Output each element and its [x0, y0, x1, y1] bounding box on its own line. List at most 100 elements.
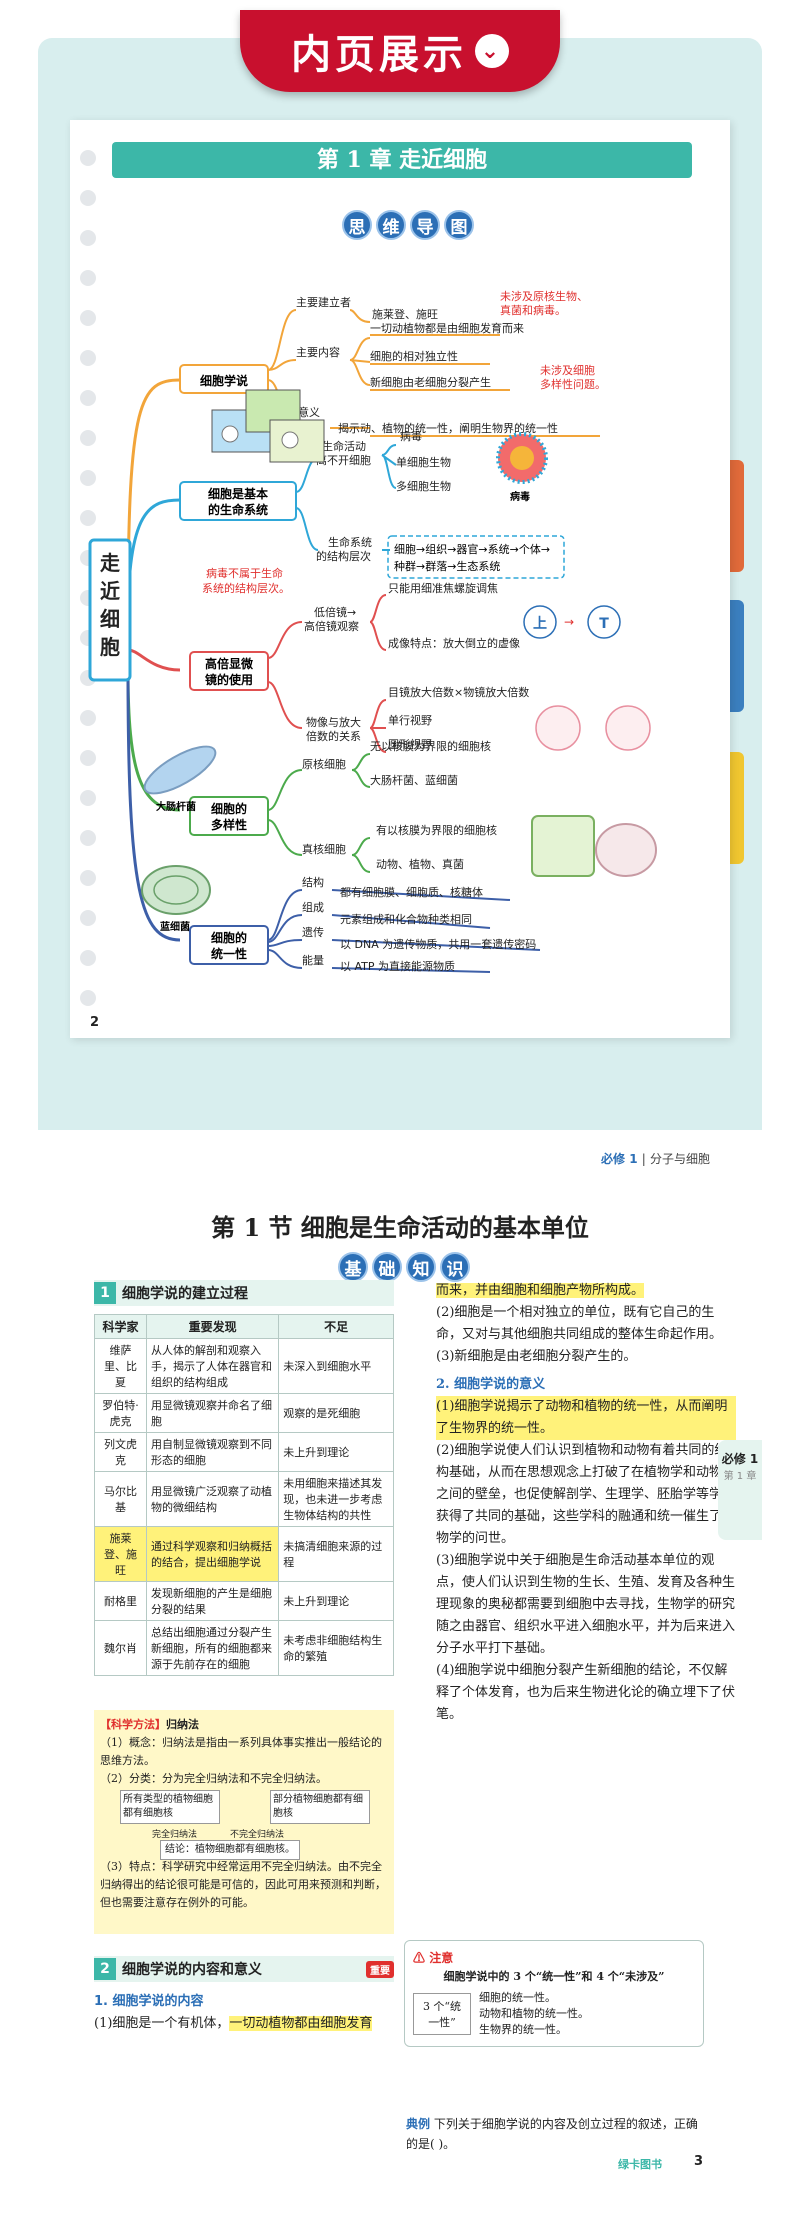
- b5-sub: 遗传: [302, 925, 324, 939]
- note-box: ⚠ 注意 细胞学说中的 3 个“统一性”和 4 个“未涉及” 3 个“统一性” …: [404, 1940, 704, 2047]
- important-badge: 重要: [366, 1960, 394, 1978]
- b5-leaf: 以 ATP 为直接能源物质: [340, 959, 455, 973]
- r-p7: (4)细胞学说中细胞分裂产生新细胞的结论，不仅解释了个体发育，也为后来生物进化论…: [436, 1663, 736, 1722]
- book-label: 必修 1: [601, 1152, 638, 1166]
- method-p1: （1）概念：归纳法是指由一系列具体事实推出一般结论的思维方法。: [100, 1736, 382, 1767]
- branch-life-system-2: 的生命系统: [208, 502, 268, 517]
- badge-char: 图: [444, 210, 474, 240]
- arrow-right-icon: →: [564, 615, 574, 629]
- branch-microscope-2: 镜的使用: [205, 672, 253, 687]
- table-row: 耐格里发现新细胞的产生是细胞分裂的结果未上升到理论: [94, 1581, 394, 1621]
- page-2: 第 1 章 走近细胞 思 维 导 图: [70, 120, 730, 1038]
- b1-red-note-3: 未涉及细胞: [540, 363, 595, 377]
- method-p3: （3）特点：科学研究中经常运用不完全归纳法。由不完全归纳得出的结论很可能是可信的…: [100, 1860, 386, 1909]
- side-tab-blue[interactable]: [730, 600, 744, 712]
- b1-red-note-1: 未涉及原核生物、: [500, 289, 588, 303]
- method-d4: 不完全归纳法: [230, 1830, 285, 1840]
- b3-sub-2b: 倍数的关系: [306, 729, 361, 743]
- mindmap-center: 走近细胞: [100, 551, 120, 659]
- example-block: 典例 下列关于细胞学说的内容及创立过程的叙述，正确的是( )。: [406, 2114, 706, 2154]
- b5-leaf: 元素组成和化合物种类相同: [340, 912, 472, 926]
- b3-sub-1a: 低倍镜→: [314, 605, 356, 619]
- basics-badges: 基 础 知 识: [338, 1252, 470, 1282]
- organisms-illustration: [211, 389, 325, 463]
- b1-sub-content: 主要内容: [296, 345, 340, 359]
- col-header: 不足: [278, 1314, 394, 1339]
- scientist-table: 科学家 重要发现 不足 维萨里、比夏从人体的解剖和观察入手，揭示了人体在器官和组…: [94, 1314, 394, 1676]
- b4-sub: 真核细胞: [302, 842, 346, 856]
- badge-char: 知: [406, 1252, 436, 1282]
- b1-red-note-2: 真菌和病毒。: [500, 303, 566, 317]
- b4-leaf: 动物、植物、真菌: [376, 857, 464, 871]
- s2-heading: 2. 细胞学说的意义: [436, 1377, 546, 1392]
- virus-label: 病毒: [510, 490, 530, 503]
- side-chip-book: 必修 1: [721, 1452, 759, 1466]
- chevron-down-icon[interactable]: ⌄: [475, 34, 509, 68]
- b4-leaf: 无以核膜为界限的细胞核: [370, 739, 491, 753]
- b1-leaf: 细胞的相对独立性: [370, 349, 458, 363]
- badge-char: 思: [342, 210, 372, 240]
- r-p5: (2)细胞学说使人们认识到植物和动物有着共同的结构基础，从而在思想观念上打破了在…: [436, 1443, 736, 1546]
- right-column: 而来，并由细胞和细胞产物所构成。 (2)细胞是一个相对独立的单位，既有它自己的生…: [436, 1280, 736, 1726]
- running-header: 必修 1 | 分子与细胞: [601, 1150, 710, 1167]
- branch-diversity-1: 细胞的: [211, 801, 247, 816]
- note-label: 注意: [429, 1951, 454, 1965]
- b5-sub: 组成: [302, 900, 324, 914]
- banner-title: 内页展示: [291, 32, 467, 78]
- mind-map: 走近细胞 细胞学说 细胞是基本 的生命系统 高倍显微 镜的使用 细胞的 多样性 …: [88, 289, 657, 973]
- b3-leaf: 圆形视野: [388, 737, 432, 751]
- b2-levels-2: 种群→群落→生态系统: [394, 559, 500, 573]
- s1-p1: (1)细胞是一个有机体，一切动植物都由细胞发育: [94, 2016, 373, 2031]
- ecoli-illustration: [143, 745, 217, 795]
- method-d2: 部分植物细胞都有细胞核: [270, 1790, 370, 1824]
- method-d1: 所有类型的植物细胞都有细胞核: [120, 1790, 220, 1824]
- virus-illustration: [496, 432, 548, 484]
- branch-life-system-1: 细胞是基本: [208, 486, 268, 501]
- b3-leaf: 目镜放大倍数×物镜放大倍数: [388, 685, 529, 699]
- ecoli-label: 大肠杆菌: [156, 800, 196, 813]
- box1-number: 1: [94, 1282, 116, 1304]
- badge-char: 导: [410, 210, 440, 240]
- b4-leaf: 大肠杆菌、蓝细菌: [370, 773, 458, 787]
- b3-leaf: 成像特点：放大倒立的虚像: [388, 636, 520, 650]
- side-tab-yellow[interactable]: [730, 752, 744, 864]
- table-row: 罗伯特·虎克用显微镜观察并命名了细胞观察的是死细胞: [94, 1393, 394, 1433]
- book-subtitle: 分子与细胞: [649, 1152, 710, 1166]
- example-label: 典例: [406, 2117, 431, 2131]
- b1-leaf: 一切动植物都是由细胞发育而来: [370, 321, 524, 335]
- b1-leaf: 施莱登、施旺: [372, 307, 438, 321]
- table-row: 维萨里、比夏从人体的解剖和观察入手，揭示了人体在器官和组织的结构组成未深入到细胞…: [94, 1338, 394, 1394]
- box2-header: 2 细胞学说的内容和意义 重要: [94, 1956, 394, 1982]
- side-tab-red[interactable]: [730, 460, 744, 572]
- banner-ribbon: 内页展示 ⌄: [240, 10, 560, 92]
- branch-diversity-2: 多样性: [211, 817, 247, 832]
- header-separator: |: [641, 1152, 646, 1166]
- box1-title: 细胞学说的建立过程: [122, 1286, 248, 1302]
- orient-down-label: T: [599, 616, 609, 632]
- b2-sub-1a: 生命活动: [322, 439, 366, 453]
- cyano-label: 蓝细菌: [160, 920, 190, 933]
- r-p3: (3)新细胞是由老细胞分裂产生的。: [436, 1349, 637, 1364]
- b5-leaf: 都有细胞膜、细胞质、核糖体: [340, 885, 483, 899]
- r-p2: (2)细胞是一个相对独立的单位，既有它自己的生命，又对与其他细胞共同组成的整体生…: [436, 1305, 723, 1342]
- b4-sub: 原核细胞: [302, 757, 346, 771]
- b1-sub-meaning: 意义: [298, 405, 320, 419]
- table-row: 魏尔肖总结出细胞通过分裂产生新细胞，所有的细胞都来源于先前存在的细胞未考虑非细胞…: [94, 1620, 394, 1676]
- b1-sub-builders: 主要建立者: [296, 295, 351, 309]
- table-row: 施莱登、施旺通过科学观察和归纳概括的结合，提出细胞学说未搞清细胞来源的过程: [94, 1526, 394, 1582]
- b2-sub-2a: 生命系统: [328, 535, 372, 549]
- method-p2: （2）分类：分为完全归纳法和不完全归纳法。: [100, 1772, 327, 1785]
- branch-unity-1: 细胞的: [211, 930, 247, 945]
- col-header: 科学家: [94, 1314, 147, 1339]
- warning-icon: ⚠: [413, 1951, 426, 1965]
- b1-leaf: 揭示动、植物的统一性，阐明生物界的统一性: [338, 421, 558, 435]
- method-d5: 结论：植物细胞都有细胞核。: [160, 1840, 300, 1860]
- cyanobacteria-illustration: [141, 865, 211, 915]
- b5-sub: 结构: [302, 875, 324, 889]
- chapter-side-tab[interactable]: 必修 1 第 1 章: [718, 1440, 762, 1540]
- side-chip-chapter: 第 1 章: [723, 1471, 757, 1482]
- page-3: 必修 1 | 分子与细胞 第 1 节 细胞是生命活动的基本单位 基 础 知 识 …: [38, 1130, 762, 2178]
- branch-unity-2: 统一性: [211, 946, 247, 961]
- r-p6: (3)细胞学说中关于细胞是生命活动基本单位的观点，使人们认识到生物的生长、生殖、…: [436, 1553, 736, 1656]
- b2-red-2: 系统的结构层次。: [202, 581, 290, 595]
